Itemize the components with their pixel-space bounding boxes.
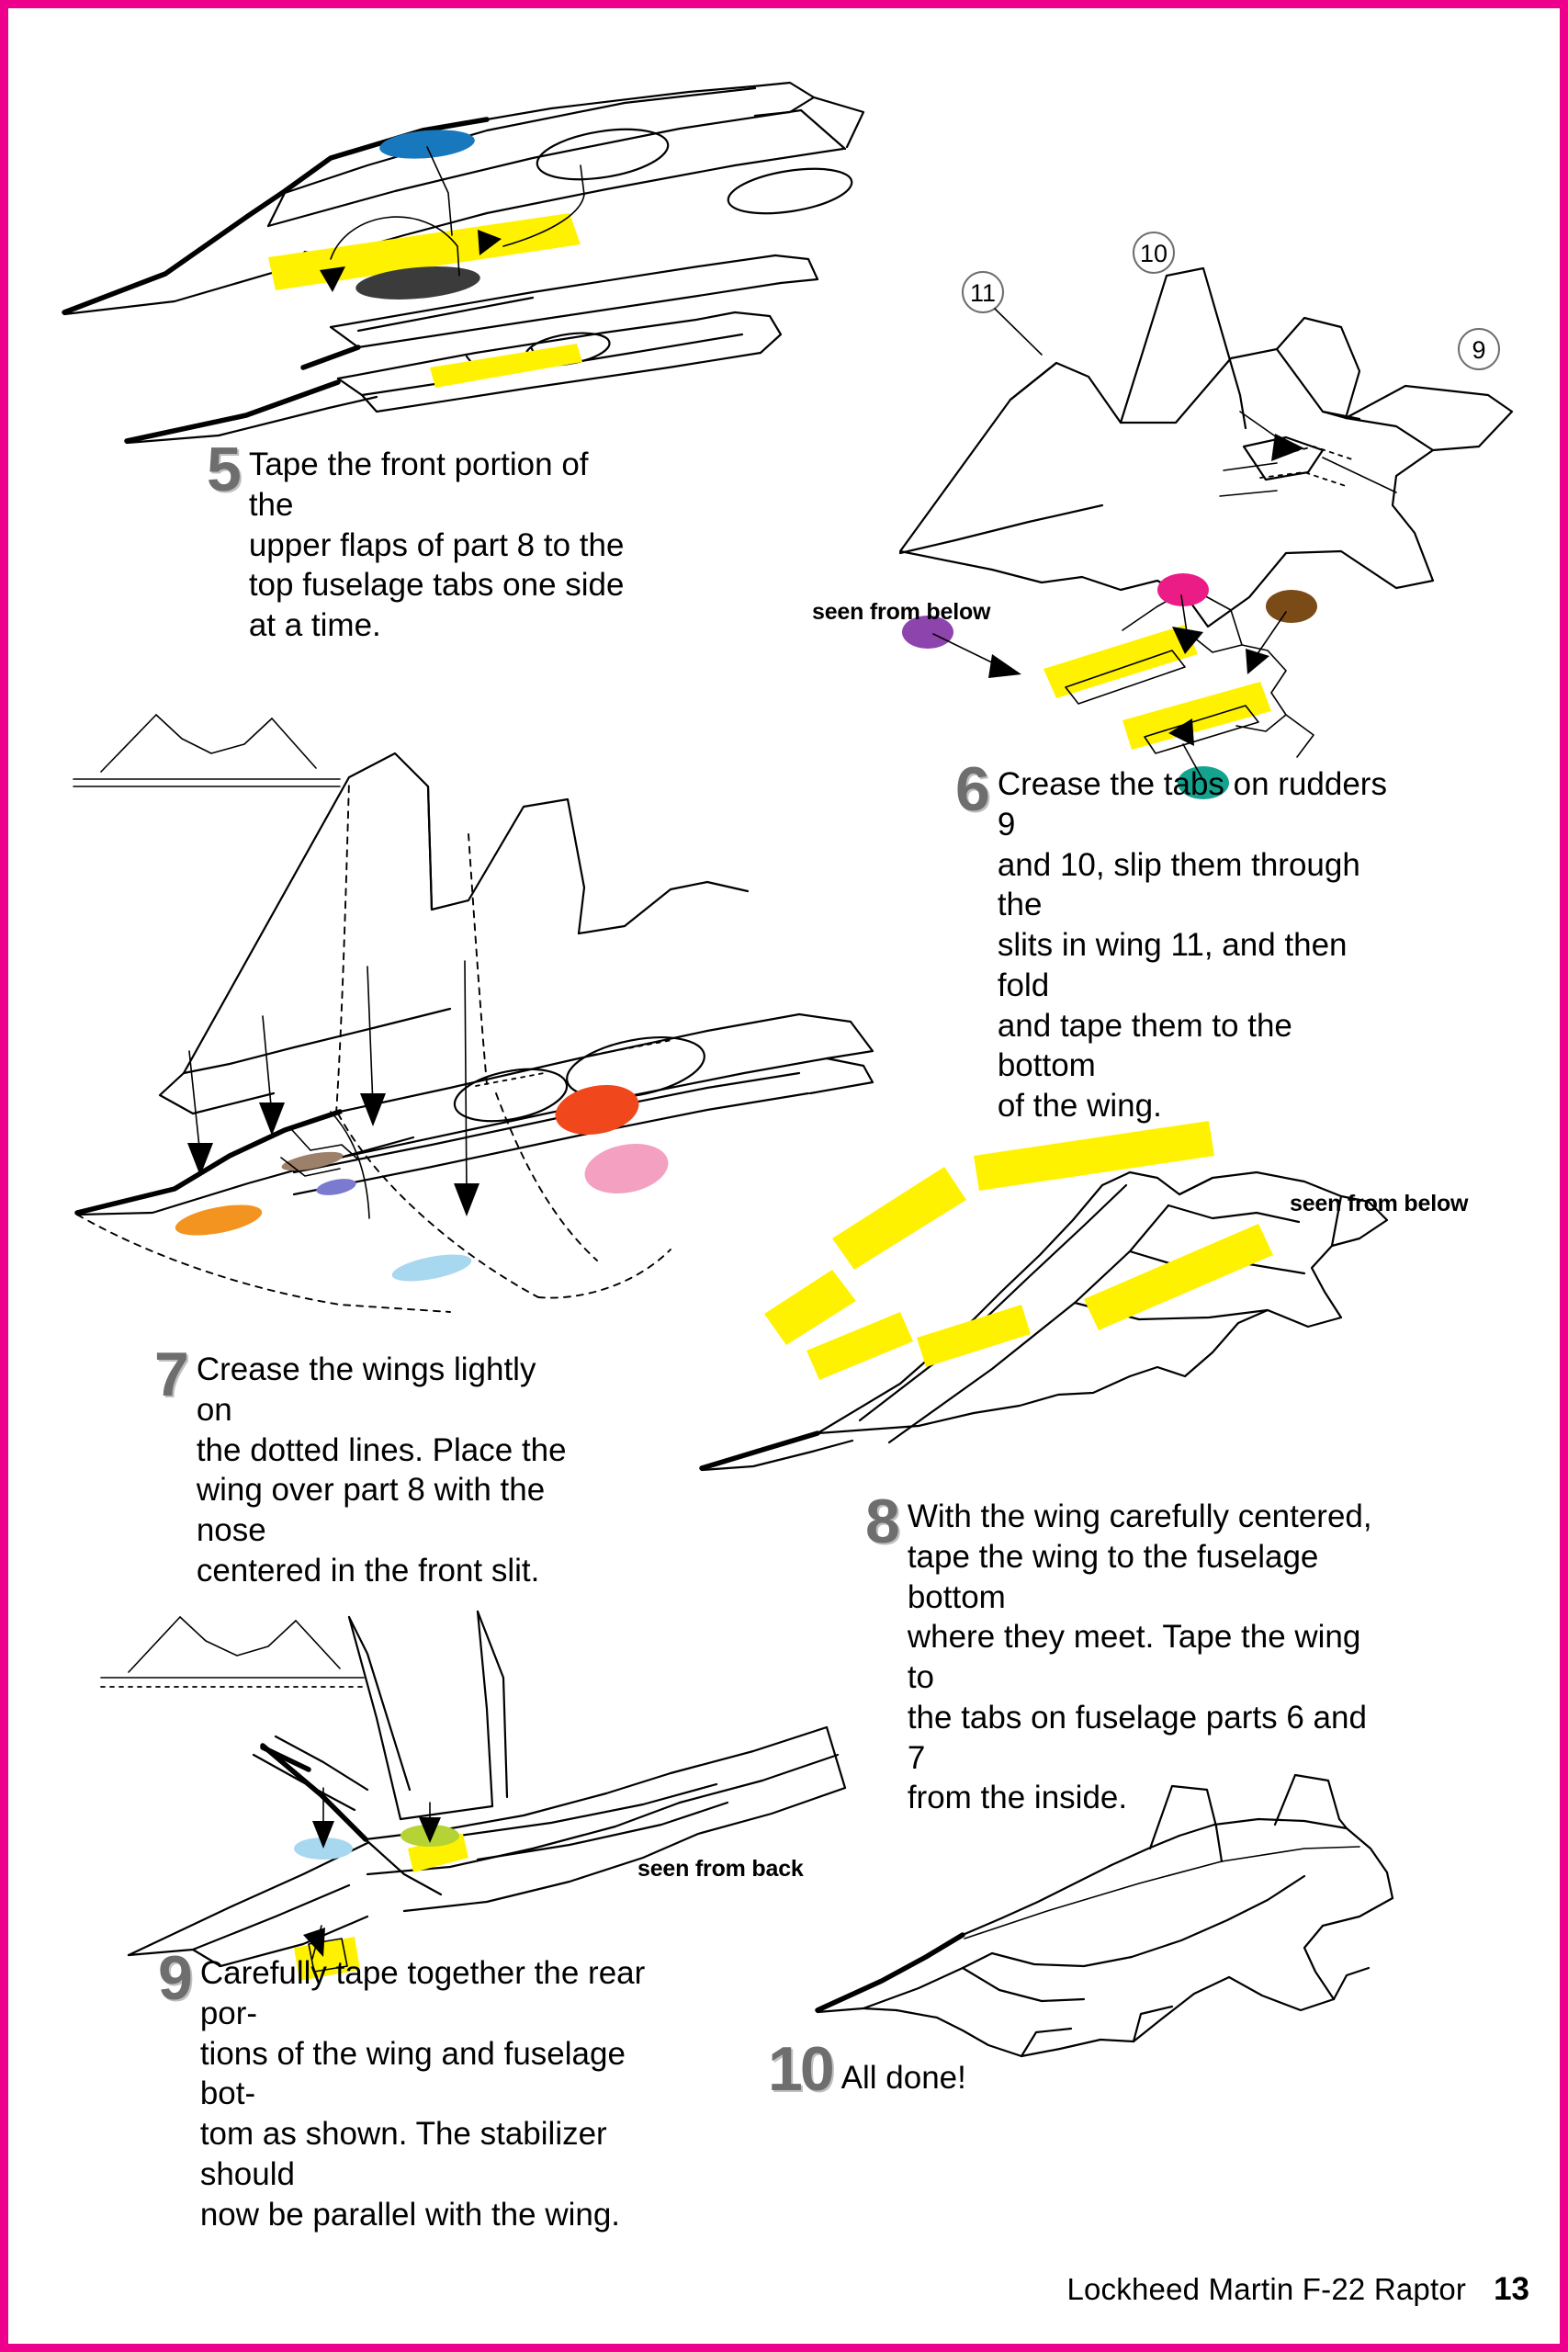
step-10-text: All done! (840, 2060, 966, 2096)
step-9: 9 Carefully tape together the rear por- … (158, 1943, 672, 2234)
marker-orange (175, 1204, 263, 1236)
step-6-number: 6 (955, 754, 990, 824)
footer-title: Lockheed Martin F-22 Raptor (1066, 2272, 1467, 2306)
step5-diagram (55, 55, 900, 445)
page-number: 13 (1494, 2271, 1529, 2307)
callout-9: 9 (1458, 328, 1500, 370)
crease-cross-section-2 (100, 1616, 365, 1688)
page-footer: Lockheed Martin F-22 Raptor 13 (1066, 2271, 1529, 2308)
step-5-number: 5 (207, 435, 242, 504)
crease-cross-section (73, 714, 341, 787)
step-9-text: Carefully tape together the rear por- ti… (199, 1955, 646, 2233)
callout-9-label: 9 (1472, 336, 1485, 364)
step-8-number: 8 (865, 1487, 900, 1556)
tape-step9-a (408, 1834, 468, 1872)
step-5-text: Tape the front portion of the upper flap… (248, 447, 625, 643)
step-7-number: 7 (154, 1340, 189, 1409)
tape-strip-6 (917, 1305, 1031, 1367)
marker-dark-ellipse (355, 266, 480, 300)
step8-diagram (698, 1121, 1433, 1516)
marker-blue-ellipse (379, 130, 475, 159)
step9-diagram (92, 1599, 863, 1981)
step-10-number: 10 (768, 2033, 835, 2104)
caption-seen-from-below-step6: seen from below (812, 599, 991, 625)
caption-seen-from-back-step9: seen from back (637, 1856, 804, 1882)
step-9-number: 9 (158, 1943, 193, 2013)
step-6-text: Crease the tabs on rudders 9 and 10, sli… (997, 766, 1387, 1124)
tape-strip-3 (974, 1121, 1214, 1191)
step-8: 8 With the wing carefully centered, tape… (865, 1487, 1380, 1818)
tape-strip-5 (807, 1312, 913, 1380)
marker-tan (281, 1151, 344, 1171)
step-7-text: Crease the wings lightly on the dotted l… (196, 1351, 567, 1589)
callout-11: 11 (962, 271, 1004, 313)
marker-orangered (555, 1085, 639, 1135)
step6-diagram: 11 10 9 (845, 230, 1525, 799)
step7-diagram (64, 698, 928, 1341)
callout-11-label: 11 (970, 279, 996, 307)
marker-lightblue (391, 1254, 472, 1282)
marker-purple (902, 616, 953, 649)
step10-diagram (808, 1773, 1451, 2132)
step-10: 10 All done! (768, 2033, 1135, 2104)
caption-seen-from-below-step8: seen from below (1290, 1191, 1469, 1216)
step-5: 5 Tape the front portion of the upper fl… (207, 435, 629, 646)
callout-10-label: 10 (1140, 240, 1168, 267)
marker-periwinkle (316, 1179, 356, 1195)
tape-strip-4 (1084, 1224, 1273, 1330)
step-6: 6 Crease the tabs on rudders 9 and 10, s… (955, 754, 1387, 1126)
marker-magenta (1157, 573, 1209, 606)
tape-strip-2 (832, 1167, 966, 1270)
marker-brown (1266, 590, 1317, 623)
step-7: 7 Crease the wings lightly on the dotted… (154, 1340, 577, 1591)
callout-10: 10 (1133, 232, 1175, 274)
tape-strip-1 (764, 1270, 856, 1345)
marker-teal (1178, 766, 1229, 799)
step-8-text: With the wing carefully centered, tape t… (907, 1498, 1372, 1816)
marker-pink (584, 1144, 669, 1193)
